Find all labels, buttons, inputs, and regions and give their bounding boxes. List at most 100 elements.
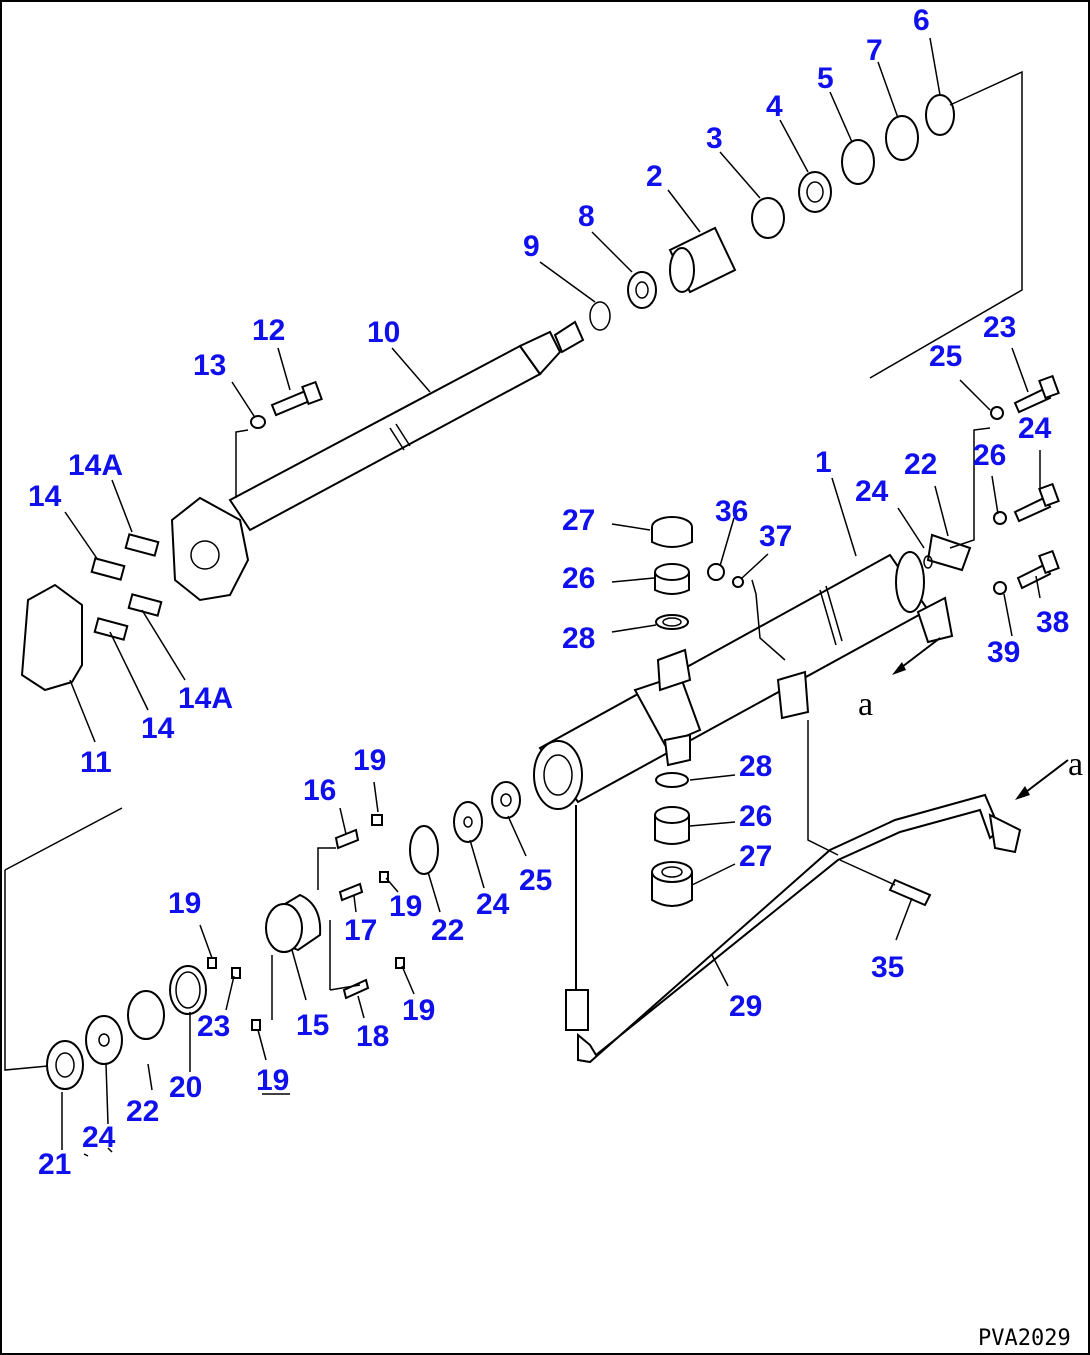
plug-19a xyxy=(371,814,383,826)
bushing-26-bottom xyxy=(654,806,690,824)
callout-39: 39 xyxy=(987,636,1020,669)
callout-15: 15 xyxy=(296,1009,329,1042)
callout-37: 37 xyxy=(759,520,792,553)
port-block xyxy=(776,670,810,720)
piston-parts xyxy=(4,781,521,1090)
callout-31: 23 xyxy=(983,311,1016,344)
nut-36 xyxy=(707,563,725,581)
callout-33: 24 xyxy=(1018,412,1052,445)
washer-37 xyxy=(732,576,744,588)
callout-2: 2 xyxy=(646,160,663,193)
nut-8 xyxy=(627,271,657,309)
ring-22-bottom xyxy=(127,990,165,1040)
seal-7 xyxy=(885,115,919,161)
hose-and-tube xyxy=(565,720,1022,1064)
view-arrows: a a xyxy=(858,637,1083,800)
callout-labels: 6 7 5 4 3 2 8 9 10 12 13 14A 14 14A 14 1… xyxy=(28,4,1069,1181)
callout-34-upper: 25 xyxy=(929,340,962,373)
cylinder-head-parts xyxy=(589,70,1023,379)
washer-39 xyxy=(993,581,1007,595)
hose-fitting xyxy=(565,989,589,1031)
callout-28-bottom: 28 xyxy=(739,750,772,783)
packing-4 xyxy=(798,171,832,213)
callout-9: 9 xyxy=(523,230,540,263)
arrow-ref-right: a xyxy=(1068,746,1083,783)
arrow-a-right xyxy=(1021,759,1069,796)
pin-32 xyxy=(923,555,933,569)
callout-5: 5 xyxy=(817,62,834,95)
washer-24-bottom xyxy=(85,1015,123,1065)
callout-3: 3 xyxy=(706,122,723,155)
cap-11 xyxy=(20,583,83,692)
piston-rod xyxy=(228,344,542,532)
shim-14-upper xyxy=(90,557,126,581)
nut-21 xyxy=(46,1040,84,1090)
washer-24-top xyxy=(453,801,483,843)
callout-29: 29 xyxy=(729,990,762,1023)
callout-6: 6 xyxy=(913,4,930,37)
washer-13 xyxy=(250,415,266,429)
plug-23 xyxy=(231,967,241,979)
callout-13: 13 xyxy=(193,349,226,382)
cylinder-tube xyxy=(533,533,972,810)
callout-17: 17 xyxy=(344,914,377,947)
cylinder-body xyxy=(538,553,930,804)
callout-30: 22 xyxy=(904,448,937,481)
callout-14-lower: 14 xyxy=(141,712,175,745)
piston-rod-assembly xyxy=(170,320,585,602)
bolt-31 xyxy=(1013,386,1052,414)
arrow-a-left xyxy=(897,637,941,671)
callout-26-bottom: 26 xyxy=(739,800,772,833)
bushing-3 xyxy=(751,197,785,239)
callout-22-bottom: 22 xyxy=(126,1095,159,1128)
callout-35: 35 xyxy=(871,951,904,984)
clamp-35 xyxy=(888,878,932,907)
callout-19-d: 19 xyxy=(168,887,201,920)
callout-28-top: 28 xyxy=(562,622,595,655)
rod-eye xyxy=(170,496,250,602)
shim-14-lower xyxy=(93,617,129,641)
callout-27-bottom: 27 xyxy=(739,840,772,873)
callout-16: 16 xyxy=(303,774,336,807)
seal-28-bottom xyxy=(655,772,689,788)
callout-38: 38 xyxy=(1036,606,1069,639)
bolts-right xyxy=(990,374,1060,595)
callout-26-top: 26 xyxy=(562,562,595,595)
callout-24-bottom: 24 xyxy=(82,1121,116,1154)
callout-19-b: 19 xyxy=(389,890,422,923)
bolt-33 xyxy=(1013,495,1052,523)
callout-27-top: 27 xyxy=(562,504,595,537)
valve-18 xyxy=(342,978,370,1000)
shim-14A-upper xyxy=(124,533,160,557)
cap-11-and-shims xyxy=(20,533,163,692)
bushings-and-seals xyxy=(651,516,744,907)
valve-16 xyxy=(334,828,360,850)
cap-27-bottom xyxy=(651,861,693,883)
seal-28-top xyxy=(655,614,689,630)
callout-23: 23 xyxy=(197,1010,230,1043)
callout-19-a: 19 xyxy=(353,744,386,777)
washer-34-lower xyxy=(993,511,1007,525)
drawing-id: PVA2029 xyxy=(978,1326,1071,1351)
callout-22-top: 22 xyxy=(431,914,464,947)
bracket-30 xyxy=(926,533,972,572)
wiper-6 xyxy=(925,94,955,136)
arrow-ref-left: a xyxy=(858,686,873,723)
callout-4: 4 xyxy=(766,90,783,123)
callout-14A-lower: 14A xyxy=(178,682,233,715)
callout-32: 24 xyxy=(855,475,889,508)
callout-11: 11 xyxy=(80,746,112,779)
washer-34-upper xyxy=(990,406,1004,420)
callout-18: 18 xyxy=(356,1020,389,1053)
shim-14A-lower xyxy=(127,593,163,617)
callout-7: 7 xyxy=(866,34,883,67)
callout-21: 21 xyxy=(38,1148,71,1181)
callout-36: 36 xyxy=(715,495,748,528)
callout-14A-upper: 14A xyxy=(68,449,123,482)
valve-17 xyxy=(338,882,364,902)
callout-14-upper: 14 xyxy=(28,480,62,513)
callout-34-lower: 26 xyxy=(973,439,1006,472)
callout-25: 25 xyxy=(519,864,552,897)
